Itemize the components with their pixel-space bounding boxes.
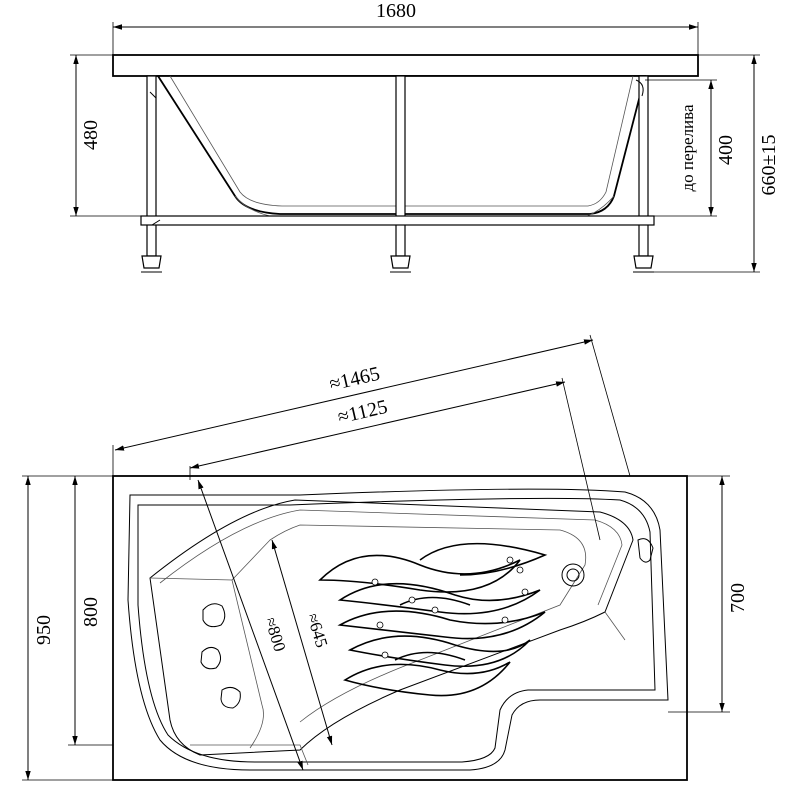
drain — [561, 563, 585, 587]
fish-pattern — [318, 542, 548, 697]
dimension-left-width: 800 — [68, 476, 113, 746]
label-total-height: 660±15 — [758, 135, 780, 196]
bathtub-inner-line — [169, 75, 634, 207]
tub-bowl-outline — [127, 488, 669, 771]
dimension-overall-width: 950 — [22, 475, 113, 781]
dimension-overall-length: 1680 — [112, 0, 699, 55]
label-overall-length: 1680 — [376, 0, 416, 22]
dimension-overflow-height: 400 до перелива — [645, 79, 737, 217]
label-overflow-height: 400 — [715, 135, 737, 165]
label-right-width: 700 — [727, 583, 749, 613]
leg-middle — [395, 75, 406, 257]
tub-inner-rim — [137, 497, 656, 763]
overflow-fitting — [637, 538, 654, 563]
bathtub-rim — [112, 54, 699, 77]
dimension-right-width: 700 — [668, 475, 749, 713]
label-rim-height: 480 — [80, 120, 102, 150]
label-overall-width: 950 — [33, 615, 55, 645]
dimension-total-height: 660±15 — [654, 54, 780, 273]
dimension-rim-height: 480 — [70, 54, 141, 217]
top-view: ≈1465 ≈1125 ≈800 ≈645 950 — [22, 334, 749, 781]
leg-left — [146, 75, 157, 257]
leg-right — [638, 75, 649, 257]
frame-rail — [140, 215, 655, 226]
side-view: 1680 480 — [70, 0, 780, 273]
label-left-width: 800 — [80, 597, 102, 627]
label-overflow-note: до перелива — [678, 104, 697, 191]
